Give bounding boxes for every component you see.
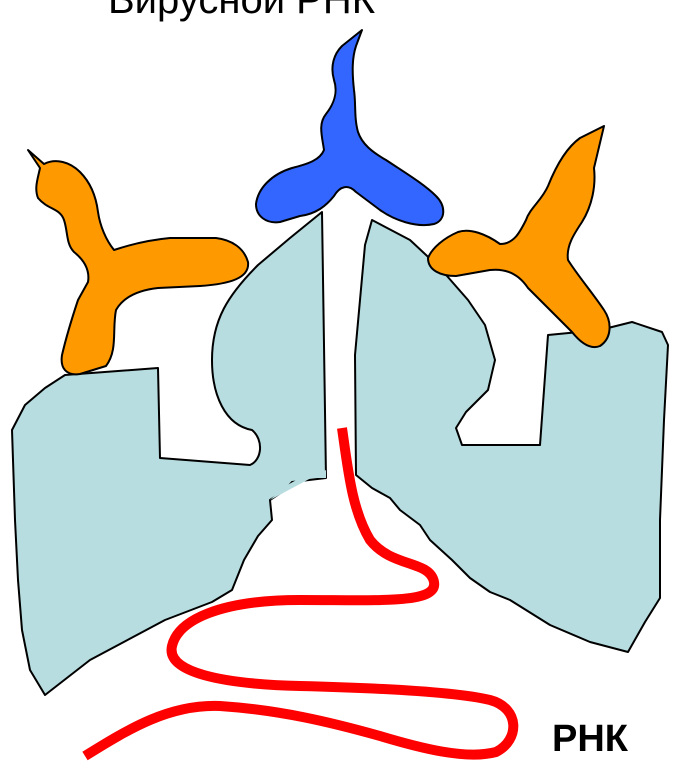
rna-label: РНК xyxy=(552,718,628,761)
trna-center xyxy=(256,30,443,225)
ribosome-right-subunit xyxy=(355,220,668,652)
viral-rna-label: Вирусной РНК xyxy=(108,0,375,23)
